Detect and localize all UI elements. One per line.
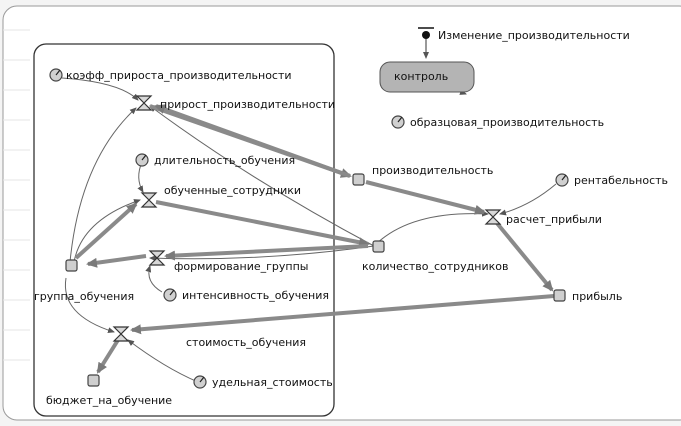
stock-profit-label: прибыль — [572, 290, 622, 303]
param-sample-productivity[interactable]: образцовая_производительность — [391, 115, 604, 129]
grid-lines — [3, 29, 30, 361]
flow-valve-icon — [140, 192, 158, 208]
param-growth-coef[interactable]: коэфф_прироста_производительности — [49, 68, 292, 82]
param-growth-coef-label: коэфф_прироста_производительности — [66, 69, 292, 82]
flow-valve-icon — [135, 95, 153, 111]
flow-training-cost[interactable]: стоимость_обучения — [112, 326, 306, 349]
stock-training-budget[interactable]: бюджет_на_обучение — [46, 374, 172, 407]
stock-training-group-label: группа_обучения — [34, 290, 134, 303]
stock-icon — [65, 259, 78, 272]
stock-employee-count[interactable]: количество_сотрудников — [362, 240, 508, 273]
flow-group-forming[interactable]: формирование_группы — [148, 250, 308, 273]
flow-productivity-growth-label: прирост_производительности — [160, 98, 335, 111]
flow-valve-icon — [148, 250, 166, 266]
event-label: Изменение_производительности — [438, 29, 630, 42]
flow-training-cost-label: стоимость_обучения — [186, 336, 306, 349]
param-sample-productivity-label: образцовая_производительность — [410, 116, 604, 129]
param-profitability[interactable]: рентабельность — [555, 173, 668, 187]
param-profitability-label: рентабельность — [574, 174, 668, 187]
flow-profit-calc[interactable]: расчет_прибыли — [484, 209, 602, 226]
param-training-duration-label: длительность_обучения — [154, 154, 295, 167]
flow-valve-icon — [484, 209, 502, 225]
flow-trained-employees[interactable]: обученные_сотрудники — [140, 184, 301, 208]
state-control[interactable] — [379, 61, 475, 93]
training-group-box — [33, 43, 335, 417]
param-training-intensity-label: интенсивность_обучения — [182, 289, 329, 302]
flow-valve-icon — [112, 326, 130, 342]
stock-profit[interactable]: прибыль — [553, 289, 622, 303]
flow-productivity-growth[interactable]: прирост_производительности — [135, 95, 335, 111]
param-unit-cost[interactable]: удельная_стоимость — [193, 375, 333, 389]
event-icon[interactable] — [422, 31, 430, 39]
stock-productivity-label: производительность — [372, 164, 493, 177]
state-label: контроль — [394, 70, 448, 83]
stock-icon — [372, 240, 385, 253]
flow-profit-calc-label: расчет_прибыли — [506, 213, 602, 226]
param-training-duration[interactable]: длительность_обучения — [135, 153, 295, 167]
model-frame — [2, 5, 681, 421]
stock-productivity[interactable]: производительность — [352, 164, 493, 186]
stock-training-group[interactable]: группа_обучения — [34, 259, 134, 303]
param-training-intensity[interactable]: интенсивность_обучения — [163, 288, 329, 302]
stock-training-budget-label: бюджет_на_обучение — [46, 394, 172, 407]
flow-arrows — [74, 104, 555, 374]
stock-employee-count-label: количество_сотрудников — [362, 260, 508, 273]
stock-icon — [553, 289, 566, 302]
flow-trained-employees-label: обученные_сотрудники — [164, 184, 301, 197]
influence-links — [61, 77, 557, 383]
stock-icon — [352, 173, 365, 186]
flow-group-forming-label: формирование_группы — [174, 260, 308, 273]
stock-icon — [87, 374, 100, 387]
param-unit-cost-label: удельная_стоимость — [212, 376, 333, 389]
